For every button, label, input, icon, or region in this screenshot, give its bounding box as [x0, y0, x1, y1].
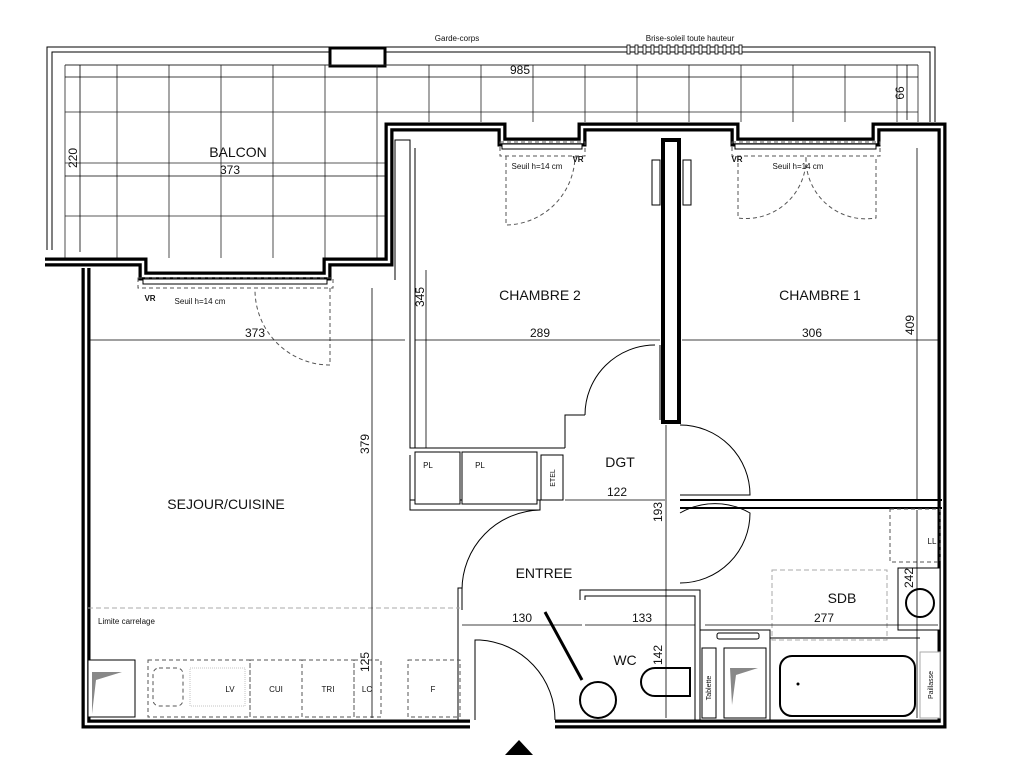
brise-soleil-slat: [650, 44, 655, 55]
label-f: F: [431, 685, 436, 694]
brise-soleil-slat: [634, 44, 639, 55]
label-vr-chambre-1: VR: [731, 155, 742, 164]
room-dgt: DGT: [605, 454, 635, 470]
dim-chambre2-depth: 345: [413, 287, 427, 307]
dim-wc-depth: 142: [651, 645, 665, 665]
room-chambre-2: CHAMBRE 2: [499, 287, 581, 303]
dim-wc-width: 133: [632, 611, 652, 625]
windows: [137, 141, 881, 289]
closet-pl-1: PL: [423, 461, 433, 470]
label-tri: TRI: [322, 685, 335, 694]
room-entree: ENTREE: [516, 565, 573, 581]
dimension-lines: [65, 65, 938, 718]
balcony-tile-grid: [64, 64, 919, 258]
dim-chambre1-depth: 409: [903, 315, 917, 335]
label-lv: LV: [225, 685, 235, 694]
dim-chambre1-width: 306: [802, 326, 822, 340]
fixtures: [87, 451, 941, 719]
brise-soleil-slat: [666, 44, 671, 55]
balcony-railing: [46, 46, 936, 250]
label-etel: ETEL: [550, 469, 557, 487]
label-seuil-sejour: Seuil h=14 cm: [175, 297, 226, 306]
room-balcon: BALCON: [209, 144, 267, 160]
dim-sdb-lavabo: 242: [902, 568, 916, 588]
dim-dgt-depth: 193: [651, 502, 665, 522]
closet-pl-2: PL: [475, 461, 485, 470]
room-wc: WC: [613, 652, 636, 668]
dim-balcon-depth-right: 66: [893, 86, 907, 100]
brise-soleil-slat: [642, 44, 647, 55]
brise-soleil-slat: [738, 44, 743, 55]
brise-soleil-slat: [690, 44, 695, 55]
brise-soleil-slat: [674, 44, 679, 55]
exterior-walls: [45, 122, 947, 729]
dim-balcon-length: 985: [510, 63, 530, 77]
dim-sejour-depth: 379: [358, 434, 372, 454]
brise-soleil-slat: [706, 44, 711, 55]
label-ll: LL: [928, 537, 937, 546]
label-brise-soleil: Brise-soleil toute hauteur: [646, 34, 735, 43]
brise-soleil-slat: [714, 44, 719, 55]
label-seuil-chambre-2: Seuil h=14 cm: [512, 162, 563, 171]
room-chambre-1: CHAMBRE 1: [779, 287, 861, 303]
dim-balcon-width: 373: [220, 163, 240, 177]
dim-entree-width: 130: [512, 611, 532, 625]
brise-soleil-slats: [626, 44, 743, 55]
brise-soleil-slat: [722, 44, 727, 55]
interior-walls: [409, 138, 942, 720]
brise-soleil-slat: [626, 44, 631, 55]
brise-soleil-slat: [682, 44, 687, 55]
entrance-arrow-icon: [505, 740, 533, 755]
label-vr-sejour: VR: [144, 294, 155, 303]
label-seuil-chambre-1: Seuil h=14 cm: [773, 162, 824, 171]
label-garde-corps: Garde-corps: [435, 34, 479, 43]
label-limite-carrelage: Limite carrelage: [98, 617, 155, 626]
dim-sdb-width: 277: [814, 611, 834, 625]
label-tablette: Tablette: [706, 676, 713, 701]
label-vr-chambre-2: VR: [572, 155, 583, 164]
label-lc: LC: [362, 685, 372, 694]
dim-dgt-width: 122: [607, 485, 627, 499]
label-paillasse: Paillasse: [928, 671, 935, 699]
dim-balcon-depth-left: 220: [66, 148, 80, 168]
room-sdb: SDB: [828, 590, 857, 606]
brise-soleil-slat: [730, 44, 735, 55]
doors: [254, 155, 877, 721]
dim-chambre2-width: 289: [530, 326, 550, 340]
brise-soleil-slat: [698, 44, 703, 55]
scupper-box: [328, 46, 387, 68]
label-cui: CUI: [269, 685, 283, 694]
dim-sejour-width: 373: [245, 326, 265, 340]
brise-soleil-slat: [658, 44, 663, 55]
room-sejour-cuisine: SEJOUR/CUISINE: [167, 496, 284, 512]
dim-cuisine-depth: 125: [358, 652, 372, 672]
